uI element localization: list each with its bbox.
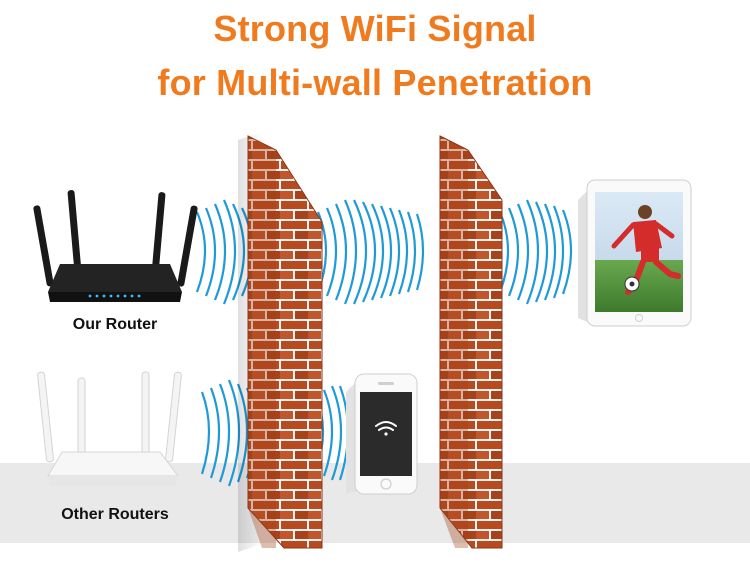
our-router-label: Our Router: [72, 316, 158, 333]
other-routers-label: Other Routers: [61, 506, 169, 523]
wifi-icon: [375, 421, 397, 436]
brick-wall-right-icon: [439, 135, 503, 549]
headline-line-1: Strong WiFi Signal: [213, 8, 537, 49]
soccer-player-illustration: [611, 205, 681, 295]
smartphone-icon: [346, 373, 418, 495]
headline-line-2: for Multi-wall Penetration: [157, 62, 593, 103]
our-router-icon: [33, 190, 198, 302]
brick-wall-left-icon: [238, 132, 323, 552]
tablet-icon: [578, 179, 692, 327]
other-router-icon: [37, 371, 182, 486]
